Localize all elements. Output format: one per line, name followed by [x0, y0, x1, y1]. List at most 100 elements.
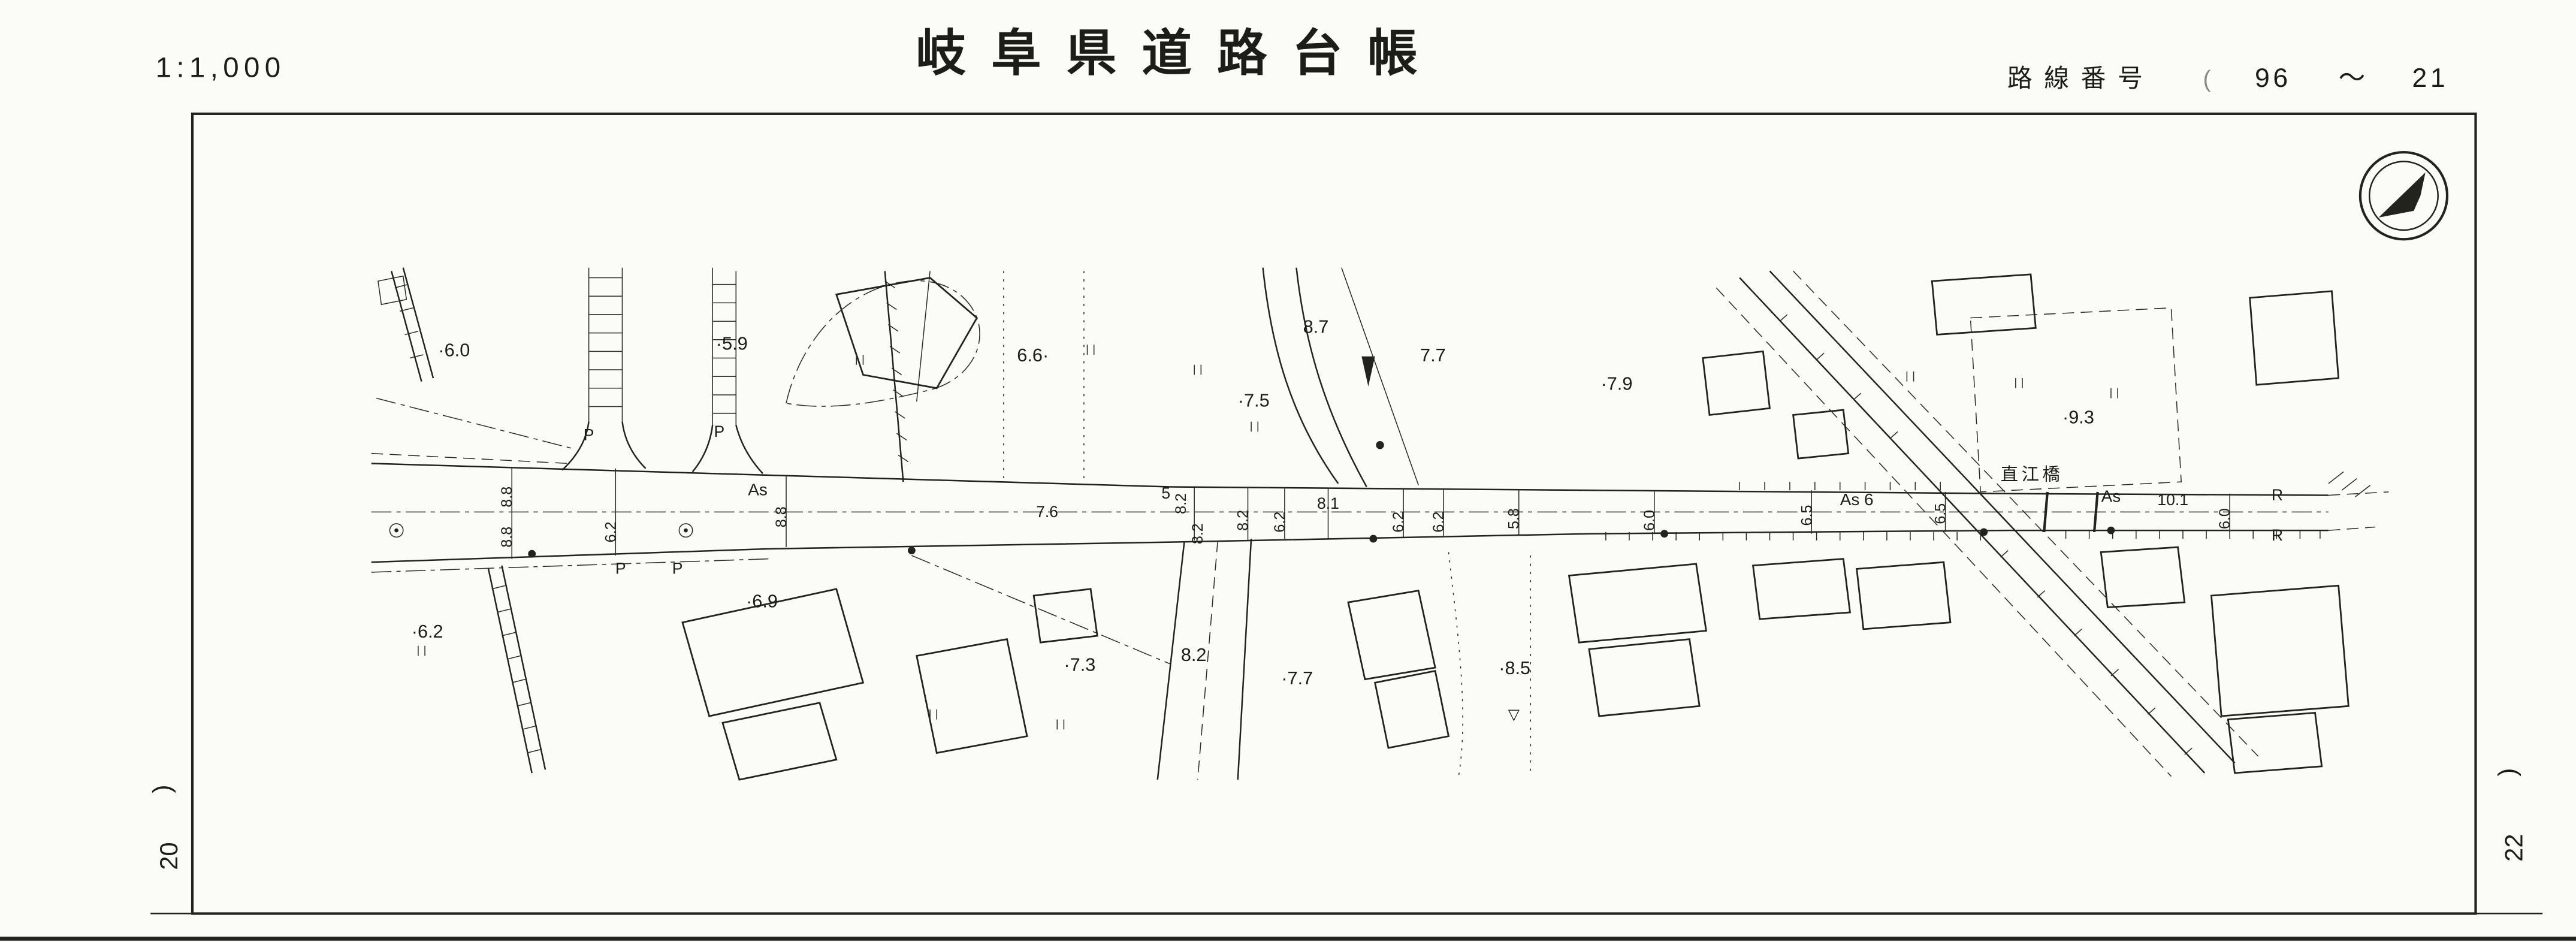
boundary-dashdot-left: [376, 397, 572, 449]
width-measurement: 6.0: [1641, 510, 1658, 531]
guardrail-ticks-2: [2065, 530, 2321, 539]
route-paren: (: [2203, 67, 2210, 92]
benchmark-center-dot: [394, 528, 398, 533]
width-measurement: 6.2: [1430, 512, 1447, 533]
diagonal-road-side-dashes: [1716, 270, 2259, 777]
side-street-edges: [588, 267, 737, 425]
levee-lines-top-left: [391, 267, 434, 382]
small-parcel: [378, 275, 407, 306]
width-measurement: 6.0: [2216, 508, 2233, 529]
map-labels: ·6.0 ·5.9 6.6· 8.7 ·7.5 7.7 ·7.9 ·9.3 ·6…: [412, 316, 2283, 723]
center-width-label: 10.1: [2157, 491, 2188, 509]
benchmark-symbol: [389, 523, 404, 538]
width-measurement: 6.2: [1272, 512, 1288, 533]
station-number-label: 5: [1161, 484, 1170, 502]
sheet-number-left: ) 20: [148, 785, 183, 870]
width-measurement: 8.8: [499, 487, 515, 508]
fence-line: [884, 271, 904, 482]
benchmark-center-dot: [684, 528, 688, 533]
sheet-frame: [0, 112, 2576, 941]
survey-point: [1980, 528, 1988, 536]
scale-label: 1:1,000: [156, 52, 286, 83]
building-outline: [1568, 563, 1707, 644]
width-measurement: 8.2: [1173, 493, 1189, 514]
spot-elevation: 7.7: [1420, 345, 1446, 366]
building-outline: [2249, 290, 2340, 386]
survey-point: [1660, 530, 1669, 538]
benchmark-symbols: [389, 523, 693, 538]
building-outline: [1374, 670, 1450, 749]
road-bottom-edge: [371, 529, 2329, 563]
building-outline: [1032, 588, 1098, 644]
north-arrow-inner-circle: [2368, 161, 2439, 231]
south-street-centerline: [1197, 540, 1219, 780]
spot-elevation: ·7.7: [1281, 668, 1313, 689]
building-outline: [1931, 273, 2037, 336]
width-measurement: 8.2: [1235, 510, 1252, 531]
curve-label: R: [2272, 526, 2283, 544]
building-outline: [1792, 409, 1850, 460]
survey-point: [528, 550, 536, 558]
south-street-edges: [1156, 539, 1252, 780]
right-paren-mark: ): [2493, 768, 2521, 777]
survey-point: [1369, 535, 1378, 543]
pavement-label: As: [748, 480, 768, 499]
field-boundaries-top: [1003, 271, 1085, 482]
route-end: 21: [2412, 64, 2448, 93]
map-linework: [371, 267, 2389, 781]
stairs-rungs-2: [712, 283, 736, 414]
width-measurement: 6.2: [602, 521, 619, 542]
header: 1:1,000 岐阜県道路台帳 路線番号 ( 96 〜 21: [156, 25, 2448, 93]
survey-point-dots: [528, 526, 2115, 558]
diagonal-road-edge-2: [1769, 270, 2236, 764]
field-boundaries-bottom: [1448, 552, 1532, 777]
building-outline: [1751, 558, 1852, 620]
parking-mark: P: [615, 560, 626, 578]
page-title: 岐阜県道路台帳: [916, 25, 1442, 81]
boundary-dashdot-bottom: [911, 555, 1171, 665]
width-measurement: 6.5: [1932, 503, 1949, 524]
north-arrow-outer-circle: [2358, 150, 2449, 241]
building-outline: [1702, 350, 1771, 416]
levee-hatch-bottom-left: [491, 585, 540, 754]
width-measurement: 8.8: [773, 506, 790, 527]
survey-point: [907, 547, 916, 555]
diagonal-levee-hatch: [1779, 314, 2193, 755]
width-measurement: 5.8: [1506, 508, 1523, 529]
width-measurement: 8.8: [499, 527, 515, 548]
spot-elevation: ·6.2: [412, 621, 443, 642]
spot-elevation: ·9.3: [2062, 406, 2094, 427]
width-measurement: 8.2: [1189, 523, 1206, 544]
left-paren-mark: ): [148, 785, 176, 793]
route-separator: 〜: [2339, 64, 2369, 93]
spot-elevation: ·8.5: [1499, 657, 1530, 678]
guardrail-ticks-1: [1605, 532, 1981, 541]
center-width-label: 8.1: [1317, 494, 1339, 512]
road-top-edge: [371, 463, 2329, 496]
center-width-label: 7.6: [1036, 503, 1058, 521]
spot-elevation: 8.2: [1181, 644, 1207, 665]
spot-elevation: ·6.0: [438, 340, 470, 361]
spot-elevation: 8.7: [1303, 316, 1329, 337]
building-outline: [1588, 638, 1701, 717]
old-alignment-line: [371, 452, 569, 464]
fence-line-2: [916, 271, 931, 402]
right-sheet-number: 22: [2500, 834, 2528, 862]
survey-point: [2107, 526, 2115, 535]
left-sheet-number: 20: [155, 842, 183, 870]
building-outline: [2227, 711, 2323, 774]
frame-border: [191, 112, 2477, 915]
north-arrow-icon: [2358, 150, 2449, 241]
traffic-direction-arrow: [1361, 356, 1375, 387]
parking-mark: P: [584, 425, 594, 443]
spot-elevation: ·7.9: [1601, 373, 1633, 394]
building-outline: [835, 277, 979, 390]
triangle-symbol: ▽: [1508, 707, 1520, 723]
sheet-number-right: ) 22: [2493, 768, 2528, 862]
north-arrow-pointer: [2378, 172, 2426, 218]
intersection-curbs: [561, 421, 763, 475]
spot-elevation: ·5.9: [716, 333, 748, 354]
bridge-name-label: 直江橋: [2001, 464, 2064, 484]
